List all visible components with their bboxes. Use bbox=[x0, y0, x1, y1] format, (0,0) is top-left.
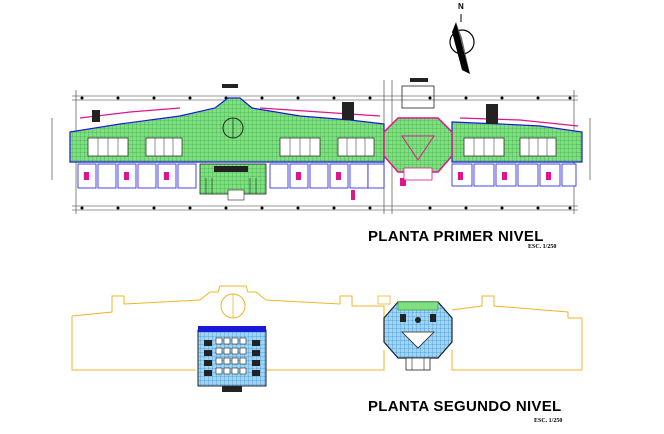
north-letter: N bbox=[458, 2, 464, 11]
second-floor-plan bbox=[71, 285, 583, 392]
plan-title-second-floor: PLANTA SEGUNDO NIVEL bbox=[368, 398, 562, 415]
plan-scale-second-floor: ESC. 1/250 bbox=[534, 418, 563, 424]
north-arrow-icon bbox=[449, 14, 475, 74]
plan-title-first-floor: PLANTA PRIMER NIVEL bbox=[368, 228, 544, 245]
first-floor-plan bbox=[51, 78, 591, 214]
plan-scale-first-floor: ESC. 1/250 bbox=[528, 244, 557, 250]
